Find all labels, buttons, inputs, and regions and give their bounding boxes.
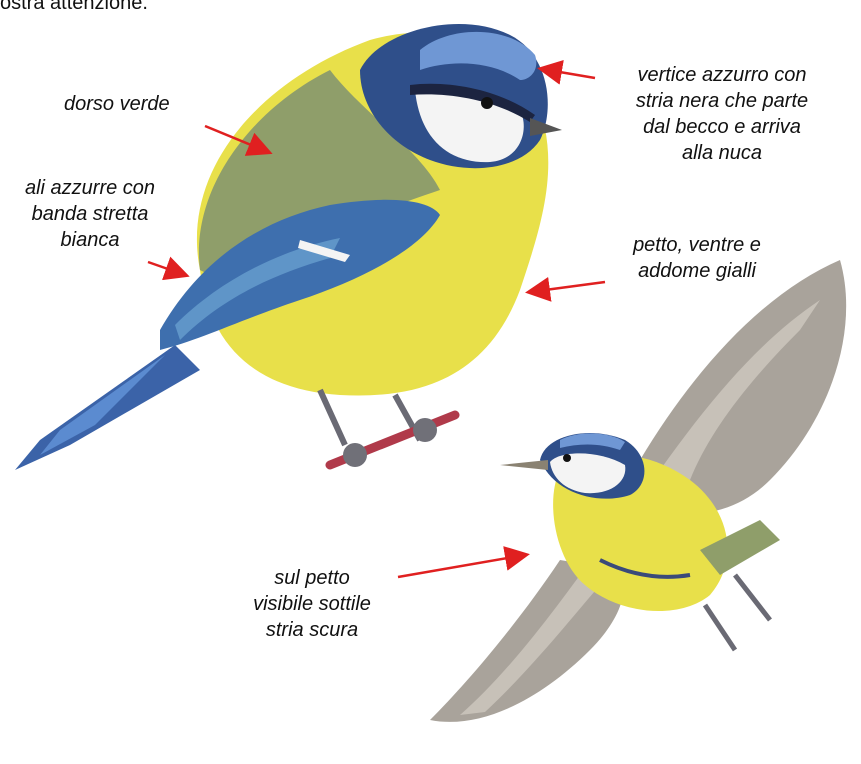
label-stria-line: sul petto [274, 567, 350, 589]
label-vertice-line: alla nuca [681, 142, 763, 164]
perched-bird [15, 23, 562, 470]
label-stria: sul petto visibile sottile stria scura [232, 565, 392, 643]
label-vertice-line: dal becco e arriva [643, 116, 801, 138]
label-ali-line: bianca [60, 229, 120, 251]
flying-bird [430, 260, 847, 722]
label-stria-line: visibile sottile [253, 593, 371, 615]
label-petto: petto, ventre e addome gialli [608, 232, 786, 284]
label-petto-line: petto, ventre e [633, 234, 761, 256]
arrow-dorso [204, 124, 273, 156]
header-fragment: ostra attenzione. [0, 0, 148, 14]
label-vertice-line: stria nera che parte [635, 90, 809, 112]
label-vertice: vertice azzurro con stria nera che parte… [610, 62, 834, 166]
label-stria-line: stria scura [265, 619, 359, 641]
label-ali: ali azzurre con banda stretta bianca [6, 175, 174, 253]
label-ali-line: banda stretta [31, 203, 149, 225]
label-petto-line: addome gialli [638, 260, 756, 282]
arrow-ali [147, 256, 190, 281]
arrow-vertice [537, 60, 596, 85]
arrow-stria [397, 546, 530, 579]
label-ali-line: ali azzurre con [24, 177, 156, 199]
label-vertice-line: vertice azzurro con [637, 64, 807, 86]
arrow-petto [525, 276, 606, 302]
label-dorso-text: dorso verde [64, 93, 170, 115]
label-dorso: dorso verde [64, 91, 170, 117]
arrows [147, 60, 606, 579]
